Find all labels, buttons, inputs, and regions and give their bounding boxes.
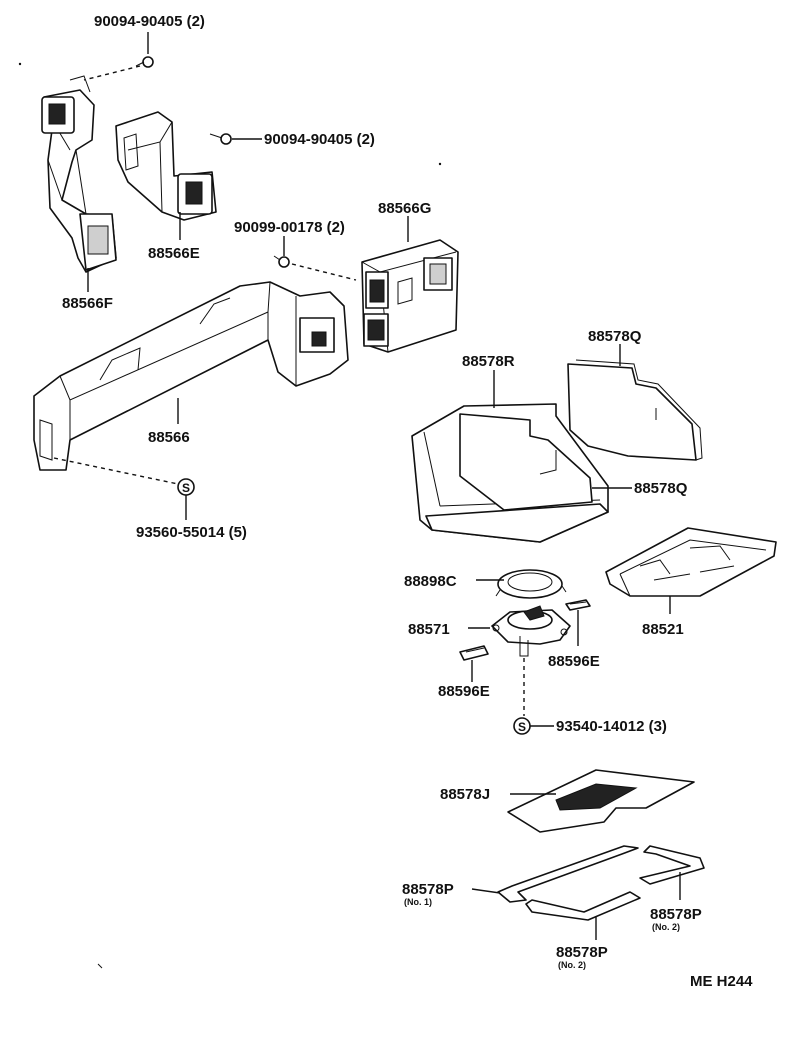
tray-88521 (605, 527, 777, 597)
label-gasket-p2a: 88578P (650, 906, 702, 923)
label-bolt-mid: 90094-90405 (2) (264, 131, 375, 148)
s-symbol-2: S (518, 720, 526, 734)
label-gasket-p2b: 88578P (556, 944, 608, 961)
duct-88566e (115, 111, 217, 221)
s-symbol-circle-1 (177, 478, 195, 496)
duct-88566g (361, 239, 459, 353)
motor-88571 (491, 605, 571, 657)
label-motor: 88571 (408, 621, 450, 638)
label-tray: 88521 (642, 621, 684, 638)
s-symbol-circle-2 (513, 717, 531, 735)
label-ring-c: 88898C (404, 573, 457, 590)
leader-lines (53, 32, 681, 940)
case-88578r (411, 403, 609, 543)
dot (18, 62, 22, 66)
label-plate-q2: 88578Q (634, 480, 688, 497)
label-gasket-p1-no: (No. 1) (404, 897, 432, 907)
bolt-90094-top (135, 56, 154, 68)
drawing-code: ME H244 (690, 973, 753, 990)
dot (438, 162, 442, 166)
bolt-90099-small (273, 255, 290, 268)
duct-88566f (41, 75, 117, 273)
label-case-r: 88578R (462, 353, 515, 370)
label-duct-f: 88566F (62, 295, 113, 312)
gasket-88578j (507, 769, 695, 833)
seal-88596e-left (459, 645, 489, 661)
gasket-88578p-no1 (497, 845, 639, 903)
label-gasket-p1: 88578P (402, 881, 454, 898)
label-gasket-p2b-no: (No. 2) (558, 960, 586, 970)
label-duct-g: 88566G (378, 200, 431, 217)
label-plate-q1: 88578Q (588, 328, 642, 345)
duct-88566-main (33, 281, 349, 471)
gasket-88578p-no2-bottom (525, 891, 641, 921)
label-gasket-j: 88578J (440, 786, 490, 803)
label-duct-main: 88566 (148, 429, 190, 446)
seal-88596e-right (565, 599, 591, 611)
label-gasket-p2a-no: (No. 2) (652, 922, 680, 932)
plate-88578q (567, 359, 703, 461)
ring-88898c (495, 569, 567, 599)
s-symbol-1: S (182, 481, 190, 495)
label-bolt-small: 90099-00178 (2) (234, 219, 345, 236)
label-seal-e2: 88596E (438, 683, 490, 700)
label-clip-s2: 93540-14012 (3) (556, 718, 667, 735)
label-clip-s1: 93560-55014 (5) (136, 524, 247, 541)
dot (97, 963, 103, 969)
label-seal-e1: 88596E (548, 653, 600, 670)
gasket-88578p-no2-right (639, 845, 705, 885)
label-duct-e: 88566E (148, 245, 200, 262)
bolt-90094-mid (209, 133, 232, 145)
label-bolt-top: 90094-90405 (2) (94, 13, 205, 30)
